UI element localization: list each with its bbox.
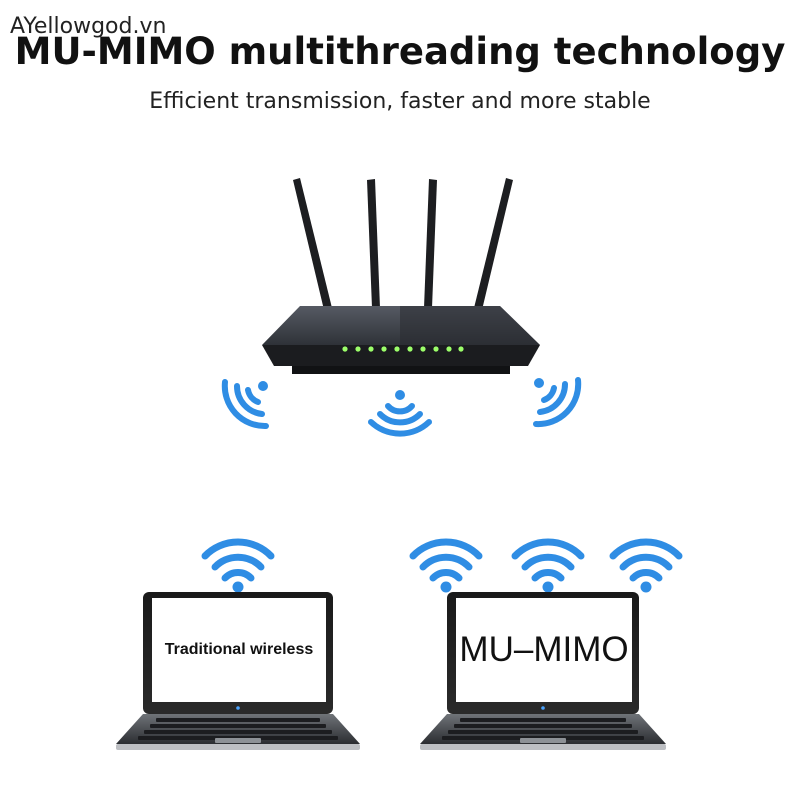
laptop-icon [116,592,360,750]
wifi-signal-icon [221,379,269,430]
page-subtitle: Efficient transmission, faster and more … [149,89,651,114]
wifi-signal-icon [201,538,275,593]
wifi-signal-icon [409,538,483,593]
wifi-signal-icon [533,377,582,428]
router-leds [342,346,464,352]
page-title: MU-MIMO multithreading technology [14,30,786,73]
wifi-signal-icon [368,390,432,437]
wifi-signal-icon [609,538,683,593]
router-icon [262,178,540,374]
mu-mimo-label: MU–MIMO [459,630,629,669]
laptop-icon [420,592,666,750]
traditional-wireless-label: Traditional wireless [164,641,314,658]
watermark: AYellowgod.vn [10,14,167,39]
wifi-signal-icon [511,538,585,593]
